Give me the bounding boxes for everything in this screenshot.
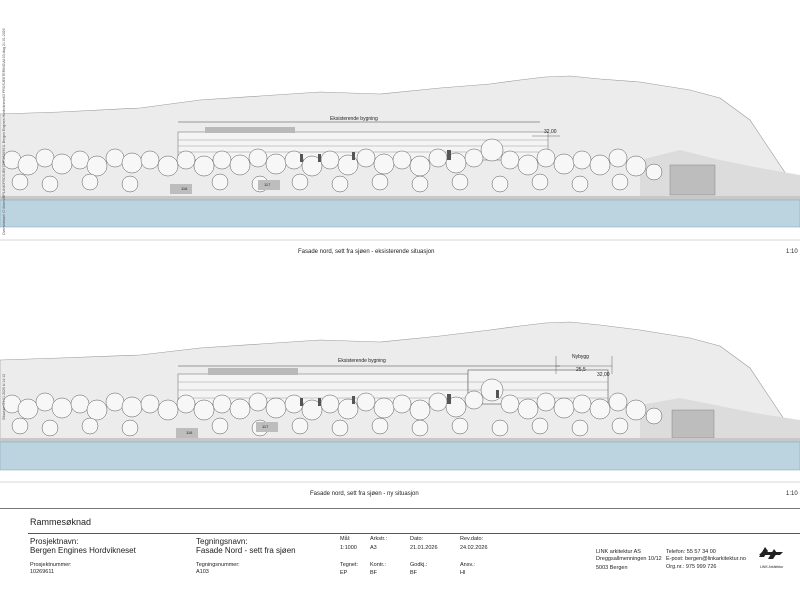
- company-phone: Telefon: 55 57 34 00: [666, 549, 716, 555]
- scale-value: 1:1000: [340, 545, 357, 551]
- tag-116: 116: [186, 430, 193, 435]
- company-email: E-post: bergen@linkarkitektur.no: [666, 556, 746, 562]
- drawing-name: Fasade Nord - sett fra sjøen: [196, 546, 296, 555]
- drawn-label: Tegnet:: [340, 562, 359, 568]
- tree-band: [2, 138, 663, 193]
- tree-band: [2, 378, 663, 437]
- elevation-new: Eksisterende bygning Nybygg 25,5 32,00 1…: [0, 260, 800, 508]
- project-name: Bergen Engines Hordvikneset: [30, 546, 136, 555]
- rev-date-label: Rev.dato:: [460, 536, 484, 542]
- date-label: Dato:: [410, 536, 424, 542]
- responsible-value: HI: [460, 570, 466, 576]
- tag-117: 117: [262, 424, 269, 429]
- elevation-existing: Eksisterende bygning 32,00 116 117 Fasad…: [0, 0, 800, 260]
- drawing-name-label: Tegningsnavn:: [196, 537, 248, 546]
- new-building-label: Nybygg: [572, 354, 589, 360]
- project-number-label: Prosjektnummer:: [30, 562, 72, 568]
- approved-label: Godkj.:: [410, 562, 428, 568]
- divider: [28, 533, 800, 534]
- elevation-scale: 1:10: [786, 491, 798, 497]
- format-value: A3: [370, 545, 377, 551]
- height-label-b: 32,00: [597, 372, 610, 378]
- side-stamp: Situasjon 21.01.2026 kl 14:12: [2, 373, 6, 420]
- checked-value: BF: [370, 570, 378, 576]
- elevation-scale: 1:10: [786, 249, 798, 255]
- project-number: 10269611: [30, 569, 55, 575]
- scale-label: Mål:: [340, 536, 351, 542]
- existing-building-label: Eksisterende bygning: [330, 116, 378, 122]
- drawing-number: A103: [196, 569, 209, 575]
- existing-building-label: Eksisterende bygning: [338, 358, 386, 364]
- link-logo: LINK Arkitektur: [756, 543, 786, 572]
- logo-caption: LINK Arkitektur: [760, 565, 784, 569]
- responsible-label: Ansv.:: [460, 562, 475, 568]
- rev-date-value: 24.02.2026: [460, 545, 488, 551]
- checked-label: Kontr.:: [370, 562, 386, 568]
- application-type: Rammesøknad: [30, 517, 92, 527]
- company-orgnr: Org.nr.: 975 999 726: [666, 564, 717, 570]
- company-address-1: Dreggsallmenningen 10/12: [596, 556, 662, 562]
- elevation-caption: Fasade nord, sett fra sjøen - eksisteren…: [298, 249, 435, 255]
- height-label-a: 25,5: [576, 367, 586, 373]
- tag-116: 116: [181, 186, 188, 191]
- side-file-path: Oversiktskart: C:\Users\BF\LINK\PROSJEKT…: [2, 28, 6, 235]
- link-logo-icon: [759, 547, 783, 559]
- company-name: LINK arkitektur AS: [596, 549, 641, 555]
- title-block: Rammesøknad Prosjektnavn: Bergen Engines…: [0, 508, 800, 601]
- elevation-existing-drawing: [0, 75, 800, 241]
- format-label: Arkstr.:: [370, 536, 388, 542]
- elevation-new-drawing: [0, 321, 800, 483]
- date-value: 21.01.2026: [410, 545, 438, 551]
- approved-value: BF: [410, 570, 418, 576]
- company-address-2: 5003 Bergen: [596, 565, 628, 571]
- height-label: 32,00: [544, 129, 557, 135]
- elevation-caption: Fasade nord, sett fra sjøen - ny situasj…: [310, 491, 419, 497]
- drawn-value: EP: [340, 570, 348, 576]
- drawing-number-label: Tegningsnummer:: [196, 562, 240, 568]
- tag-117: 117: [264, 182, 271, 187]
- project-name-label: Prosjektnavn:: [30, 537, 79, 546]
